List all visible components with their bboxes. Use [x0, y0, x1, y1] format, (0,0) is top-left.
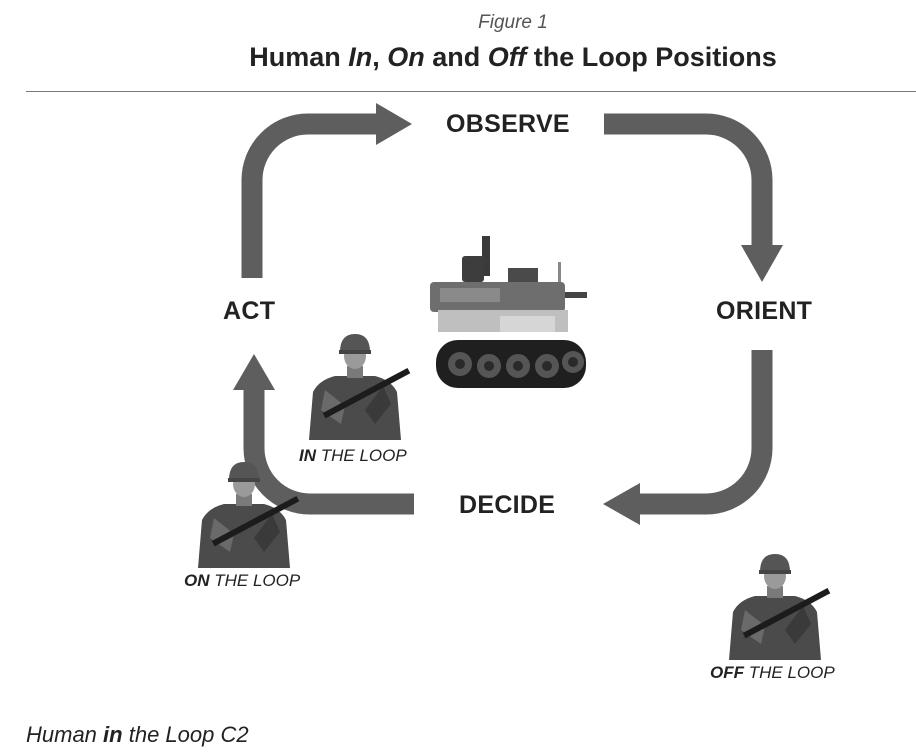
figure-label: Figure 1 [478, 12, 548, 33]
arrow-decide-to-act [243, 387, 414, 515]
arrow-orient-to-decide [640, 350, 773, 515]
arrowhead-decide [603, 483, 640, 525]
soldier-in-loop-image [309, 334, 411, 440]
title-divider [26, 91, 916, 92]
arrowhead-orient [741, 245, 783, 282]
arrowhead-observe [376, 103, 412, 145]
stage-decide: DECIDE [459, 491, 556, 519]
robot-vehicle-image [430, 236, 587, 388]
stage-orient: ORIENT [716, 297, 813, 325]
off-the-loop-label: OFF THE LOOP [710, 663, 835, 682]
figure-title: Human In, On and Off the Loop Positions [249, 42, 777, 72]
stage-act: ACT [223, 297, 276, 325]
caption: Human in the Loop C2 [26, 722, 249, 747]
in-the-loop-label: IN THE LOOP [299, 446, 407, 465]
soldier-off-loop-image [729, 554, 831, 660]
on-the-loop-label: ON THE LOOP [184, 571, 301, 590]
soldier-on-loop-image [198, 462, 300, 568]
arrow-act-to-observe [241, 113, 382, 278]
stage-observe: OBSERVE [446, 110, 570, 138]
arrow-observe-to-orient [604, 113, 773, 245]
arrowhead-act [233, 354, 275, 390]
